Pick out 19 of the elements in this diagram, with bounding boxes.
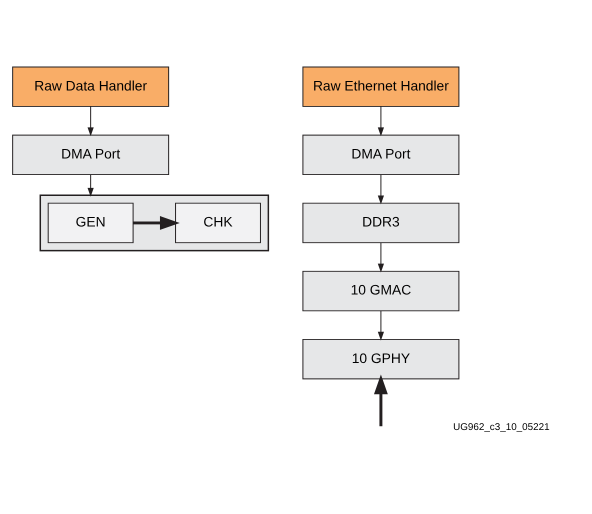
arrow xyxy=(133,216,180,230)
node-box: GEN xyxy=(48,202,134,244)
node-box: Raw Data Handler xyxy=(12,66,170,107)
arrow xyxy=(378,242,384,273)
node-box: 10 GMAC xyxy=(302,270,460,312)
label: UG962_c3_10_05221 xyxy=(453,422,550,433)
node-box: DMA Port xyxy=(12,134,170,176)
arrow xyxy=(88,106,94,136)
node-box: DMA Port xyxy=(302,134,460,176)
node-box: 10 GPHY xyxy=(302,338,460,380)
arrow xyxy=(378,106,384,136)
cluster xyxy=(40,194,270,252)
arrow xyxy=(378,174,384,204)
arrow xyxy=(88,174,94,197)
node-box: DDR3 xyxy=(302,202,460,244)
node-box: Raw Ethernet Handler xyxy=(302,66,460,107)
arrow xyxy=(374,374,388,426)
node-box: CHK xyxy=(175,202,261,244)
arrow xyxy=(378,310,384,341)
